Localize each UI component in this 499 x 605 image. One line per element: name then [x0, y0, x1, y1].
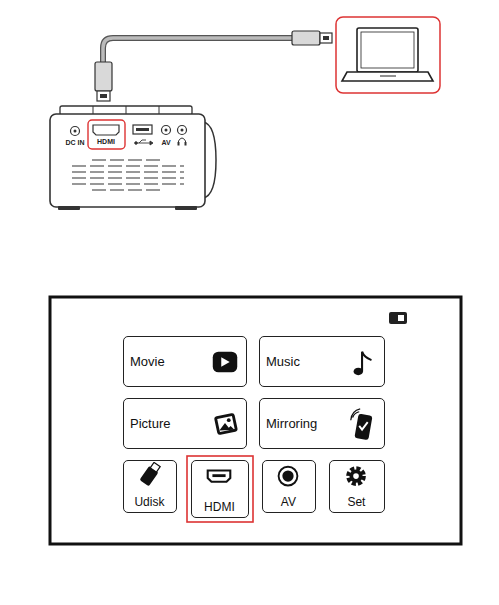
- usb-symbol: [135, 140, 153, 145]
- tile-label: Picture: [130, 416, 170, 431]
- menu-tile: Music: [259, 336, 385, 387]
- menu-tile: Mirroring: [259, 398, 385, 449]
- tile-label: AV: [281, 495, 296, 509]
- tile-label: HDMI: [204, 500, 235, 514]
- av-port-pin: [165, 129, 168, 132]
- tile-label: Set: [347, 495, 365, 509]
- menu-icon: [348, 346, 378, 378]
- headphone-symbol: [179, 138, 186, 145]
- projector-body: [50, 114, 205, 207]
- menu-tile: Picture: [123, 398, 247, 449]
- laptop-highlight: [336, 17, 440, 93]
- hdmi-plug-laptop: [292, 31, 320, 45]
- menu-tile: Set: [329, 460, 385, 513]
- menu-tile: Movie: [123, 336, 247, 387]
- headphone-port: [178, 126, 187, 135]
- hdmi-port-highlight: [88, 120, 125, 149]
- menu-icon: [204, 462, 234, 494]
- dc-port: [71, 127, 80, 136]
- menu-icon: [348, 408, 378, 440]
- menu-tile: Udisk: [123, 460, 177, 513]
- hdmi-plug-pins: [100, 94, 107, 98]
- headphone-symbol: [178, 142, 180, 146]
- av-port: [162, 126, 171, 135]
- hdmi-plug-tip: [320, 33, 332, 43]
- hdmi-plug-projector: [95, 62, 112, 91]
- tile-label: Mirroring: [266, 416, 317, 431]
- hdmi-cable-outline: [103, 38, 292, 62]
- menu-icon: [341, 462, 371, 494]
- tile-label: Udisk: [134, 495, 164, 509]
- laptop-display: [361, 32, 414, 68]
- hdmi-port: [93, 125, 119, 135]
- hdmi-plug-pins: [323, 36, 329, 40]
- usb-port-tongue: [136, 128, 149, 131]
- usb-port: [133, 125, 152, 134]
- hdmi-cable: [103, 38, 292, 62]
- headphone-port-pin: [181, 129, 184, 132]
- hdmi-plug-tip: [97, 91, 110, 101]
- screen-frame: [50, 297, 461, 544]
- dc-port-pin: [74, 130, 77, 133]
- vent-grille: [72, 160, 184, 190]
- usb-indicator: [389, 312, 407, 324]
- tile-label: Movie: [130, 354, 165, 369]
- port-label: HDMI: [97, 138, 115, 145]
- hdmi-selection-highlight: [187, 456, 253, 522]
- usb-indicator: [398, 315, 404, 321]
- menu-icon: [210, 346, 240, 378]
- port-label: DC IN: [65, 139, 84, 146]
- headphone-symbol: [185, 142, 187, 146]
- projector-foot: [175, 206, 197, 210]
- laptop-touchpad: [380, 76, 396, 77]
- menu-tile: AV: [262, 460, 316, 513]
- menu-icon: [134, 462, 164, 494]
- laptop-screen: [357, 28, 418, 72]
- port-label: AV: [161, 139, 170, 146]
- menu-icon: [210, 408, 240, 440]
- tile-label: Music: [266, 354, 300, 369]
- projector-foot: [58, 206, 80, 210]
- laptop-base: [342, 72, 433, 81]
- menu-tile: HDMI: [191, 460, 249, 518]
- menu-icon: [273, 462, 303, 494]
